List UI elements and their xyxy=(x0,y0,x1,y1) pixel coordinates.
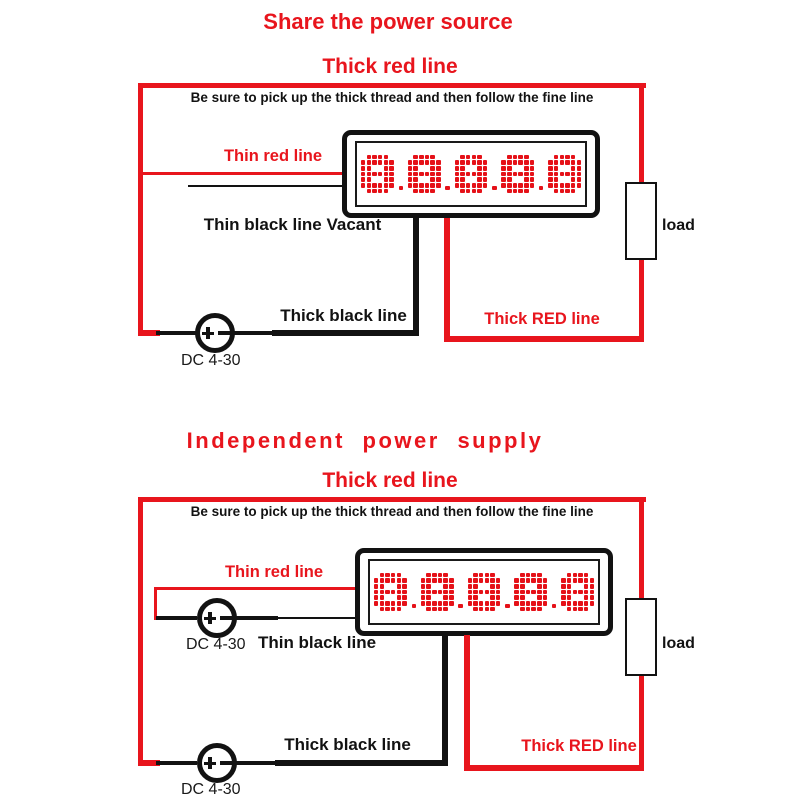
plus-icon xyxy=(204,612,216,624)
diagram1-thin-red-wire xyxy=(141,172,344,175)
diagram1-led-digits xyxy=(360,154,582,194)
diagram2-instruction: Be sure to pick up the thick thread and … xyxy=(190,504,594,519)
diagram2-thick-red-bottom-wire xyxy=(464,765,644,771)
diagram2-thick-black-label: Thick black line xyxy=(284,735,411,754)
diagram1-top-red-wire xyxy=(138,83,646,88)
diagram1-black-wire-left xyxy=(156,331,197,335)
plus-icon xyxy=(204,757,216,769)
diagram1-thick-black-label: Thick black line xyxy=(280,306,407,325)
diagram2-dc-plug-bottom-icon xyxy=(197,743,237,783)
diagram2-red-stub xyxy=(138,760,160,766)
diagram1-thick-red-label: Thick RED line xyxy=(484,310,600,328)
diagram1-thin-black-label: Thin black line Vacant xyxy=(203,215,382,234)
diagram2-thin-black-label: Thin black line xyxy=(257,633,377,652)
diagram2-top-red-wire xyxy=(138,497,646,502)
diagram1-instruction: Be sure to pick up the thick thread and … xyxy=(190,90,594,105)
diagram2-red-vertical-wire xyxy=(464,635,470,771)
diagram1-black-vertical-wire xyxy=(413,216,419,336)
diagram2-thin-black-wire xyxy=(276,617,357,619)
diagram2-dc-plug-top-icon xyxy=(197,598,237,638)
diagram2-led-screen xyxy=(368,559,600,625)
diagram1-thin-red-label: Thin red line xyxy=(223,147,323,165)
diagram1-load-box xyxy=(625,182,657,260)
diagram2-thick-black-wire xyxy=(275,760,448,766)
diagram1-dc-label: DC 4-30 xyxy=(181,352,241,369)
diagram2-thick-red-line-label: Thick red line xyxy=(322,469,458,492)
diagram1-dc-plug-icon xyxy=(195,313,235,353)
diagram2-thin-red-wire xyxy=(154,587,357,590)
diagram2-black-wire-left-top xyxy=(156,616,197,620)
diagram2-dc-bottom-label: DC 4-30 xyxy=(181,781,241,798)
diagram1-title: Share the power source xyxy=(263,9,513,34)
minus-dash-icon xyxy=(220,616,235,620)
diagram1-left-red-wire xyxy=(138,83,143,336)
diagram2-thin-red-wire-jog xyxy=(154,587,157,620)
diagram1-load-label: load xyxy=(662,217,695,234)
diagram1-red-stub xyxy=(138,330,160,336)
diagram2-led-display xyxy=(355,548,613,636)
diagram1-red-vertical-wire xyxy=(444,216,450,342)
diagram2-black-wire-mid-bottom xyxy=(235,761,277,765)
diagram1-led-display xyxy=(342,130,600,218)
diagram1-led-screen xyxy=(355,141,587,207)
diagram2-title: Independent power supply xyxy=(186,428,544,453)
minus-dash-icon xyxy=(218,331,233,335)
diagram2-dc-top-label: DC 4-30 xyxy=(186,636,246,653)
diagram2-load-label: load xyxy=(662,635,695,652)
diagram2-black-wire-mid-top xyxy=(235,616,278,620)
diagram1-thick-red-bottom-wire xyxy=(444,336,644,342)
diagram1-thick-black-wire xyxy=(272,330,419,336)
plus-icon xyxy=(202,327,214,339)
diagram1-thin-black-wire xyxy=(188,185,344,187)
diagram1-black-wire-mid xyxy=(233,331,274,335)
diagram1-thick-red-line-label: Thick red line xyxy=(322,55,458,78)
diagram2-thin-red-label: Thin red line xyxy=(224,563,324,581)
diagram2-load-box xyxy=(625,598,657,676)
diagram2-led-digits xyxy=(373,572,595,612)
diagram2-black-wire-left-bottom xyxy=(156,761,197,765)
diagram2-thick-red-label: Thick RED line xyxy=(521,737,637,755)
diagram2-black-vertical-wire xyxy=(442,635,448,766)
minus-dash-icon xyxy=(220,761,235,765)
diagram2-left-red-wire xyxy=(138,497,143,763)
